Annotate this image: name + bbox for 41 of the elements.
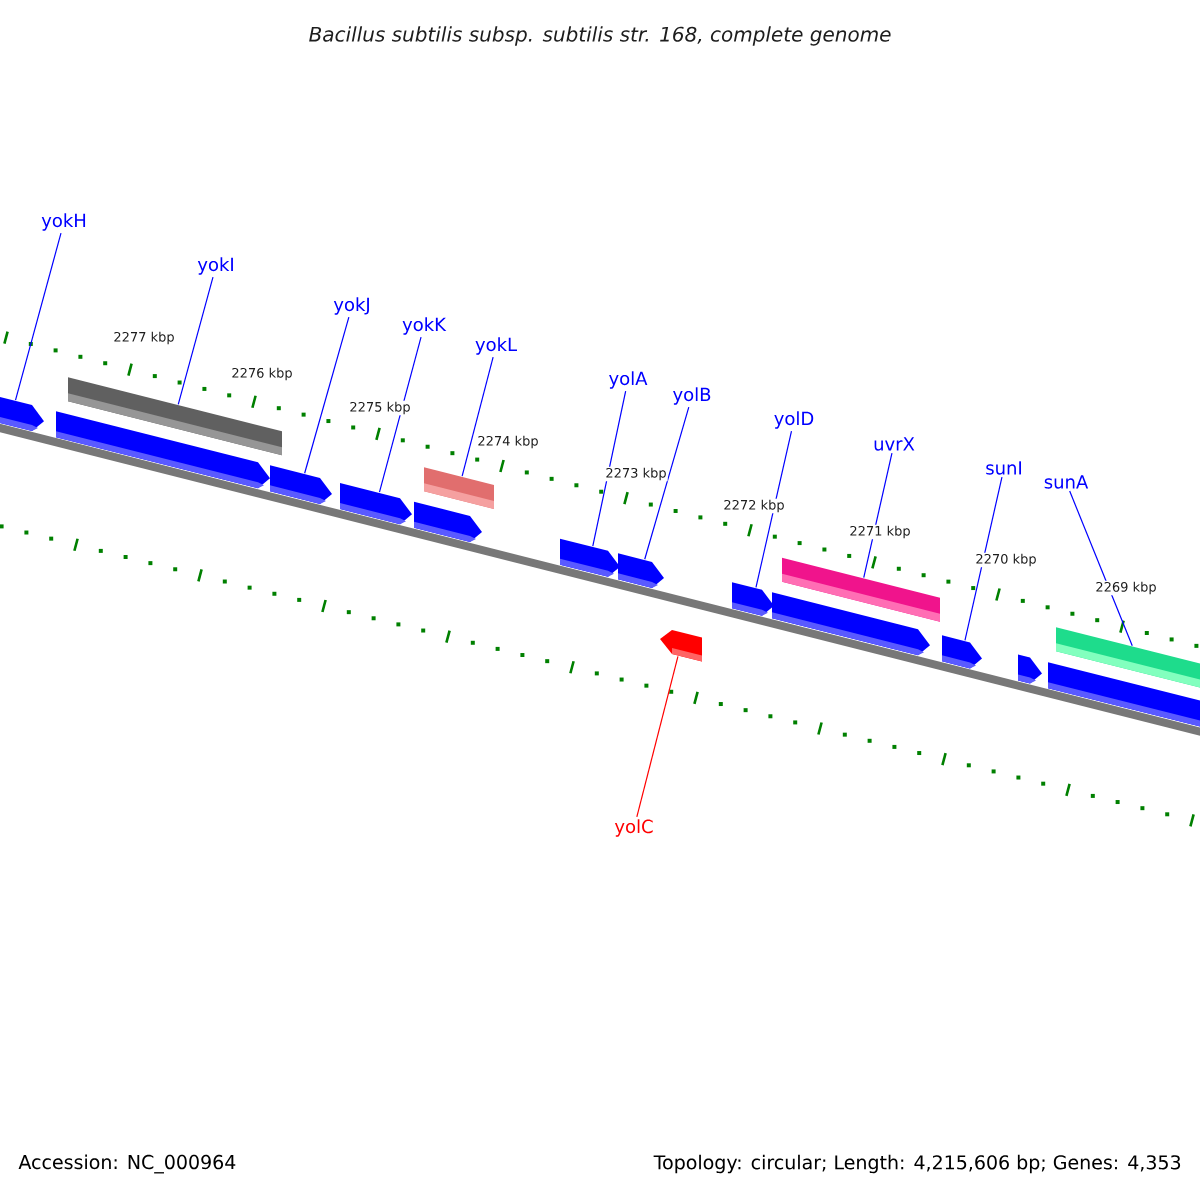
gene-bar <box>1056 627 1200 693</box>
leader-line <box>177 276 214 405</box>
leader-line <box>964 476 1003 641</box>
gene-label: yokL <box>475 337 517 355</box>
gene-label: yolC <box>614 819 653 837</box>
gene-feature <box>414 501 482 542</box>
leader-line <box>755 430 793 588</box>
gene-label: sunA <box>1044 475 1089 489</box>
gene-feature <box>340 483 412 525</box>
leader-line <box>592 390 627 547</box>
gene-feature <box>560 538 620 577</box>
gene-feature <box>1018 654 1042 684</box>
gene-label: sunI <box>986 461 1021 475</box>
leader-line <box>14 232 62 401</box>
gene-bar <box>782 557 940 622</box>
gene-feature <box>942 635 982 669</box>
genome-info-text: Topology: circular; Length: 4,215,606 bp; Genes: 4,353 <box>653 1154 1181 1174</box>
gene-label: yokI <box>197 257 233 275</box>
gene-feature <box>270 465 332 504</box>
gene-label: yokH <box>41 213 86 231</box>
gene-label: uvrX <box>874 437 915 451</box>
leader-line <box>863 452 893 579</box>
gene-label: yokJ <box>333 297 369 315</box>
leader-line <box>644 406 690 560</box>
leader-line <box>378 336 422 493</box>
gene-label: yolA <box>609 371 648 389</box>
leader-line <box>461 356 494 477</box>
gene-feature <box>660 630 702 662</box>
gene-label: yolD <box>774 411 814 429</box>
gene-feature <box>0 391 44 432</box>
leader-line <box>304 316 350 474</box>
title: Bacillus subtilis subsp. subtilis str. 168, complete genome <box>309 26 891 46</box>
leader-line <box>636 655 679 818</box>
gene-label: yolB <box>673 387 711 405</box>
gene-feature <box>732 582 774 616</box>
gene-label: yokK <box>402 317 447 335</box>
leader-line <box>1069 490 1133 647</box>
gene-bar <box>68 377 282 456</box>
accession-text: Accession: NC_000964 <box>18 1154 236 1174</box>
gene-feature <box>618 553 664 588</box>
gene-bar <box>424 467 494 509</box>
